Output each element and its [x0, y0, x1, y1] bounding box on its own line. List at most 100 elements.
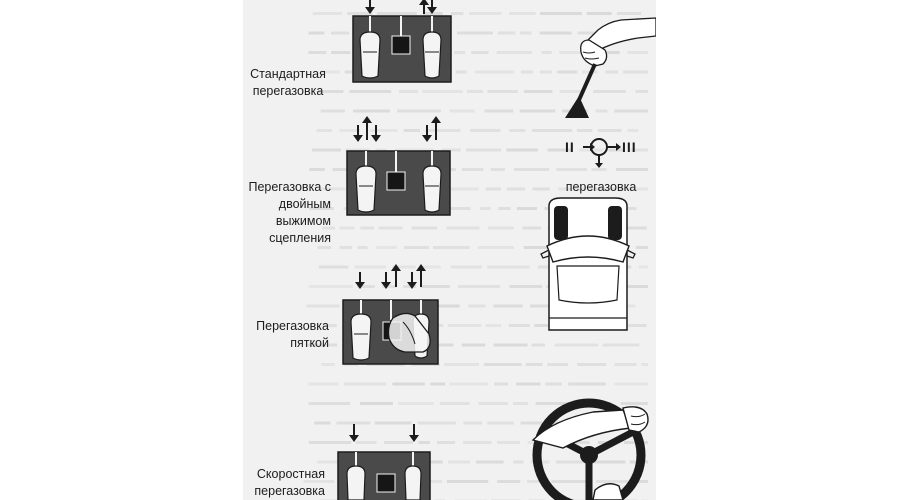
- bleed-stroke: [399, 90, 419, 93]
- roof: [556, 265, 620, 304]
- upper-hand: [622, 406, 649, 433]
- bleed-stroke: [477, 246, 514, 249]
- bleed-stroke: [354, 265, 386, 269]
- bleed-stroke: [463, 441, 492, 444]
- lower-hand: [592, 483, 624, 500]
- bleed-stroke: [375, 148, 387, 152]
- bleed-stroke: [476, 460, 504, 464]
- bleed-stroke: [577, 363, 607, 366]
- bleed-stroke: [485, 187, 501, 191]
- bleed-stroke: [448, 460, 470, 464]
- bleed-stroke: [523, 246, 561, 249]
- bleed-stroke: [355, 441, 377, 444]
- bleed-stroke: [454, 51, 466, 54]
- bleed-stroke: [318, 265, 349, 269]
- bleed-stroke: [447, 324, 482, 327]
- bleed-stroke: [449, 109, 475, 113]
- bleed-stroke: [509, 129, 526, 132]
- bleed-stroke: [509, 12, 536, 15]
- bleed-stroke: [616, 168, 648, 171]
- bleed-stroke: [596, 480, 632, 483]
- bleed-stroke: [547, 148, 571, 152]
- bleed-stroke: [417, 421, 456, 425]
- bleed-stroke: [497, 31, 516, 35]
- bleed-stroke: [457, 31, 493, 35]
- bleed-stroke: [411, 226, 438, 230]
- bleed-stroke: [623, 70, 648, 74]
- bleed-stroke: [308, 31, 325, 35]
- gearshift-hand-illustration: [565, 17, 656, 118]
- bleed-stroke: [320, 70, 340, 74]
- steering-wheel-illustration: [531, 398, 649, 500]
- mirror-right: [626, 249, 636, 259]
- bleed-stroke: [425, 129, 461, 132]
- bleed-stroke: [641, 363, 648, 366]
- wheel-right: [608, 206, 622, 240]
- bleed-stroke: [418, 441, 430, 444]
- bleed-stroke: [487, 265, 530, 269]
- bleed-stroke: [466, 148, 502, 152]
- bleed-stroke: [522, 226, 542, 230]
- bleed-stroke: [559, 51, 585, 54]
- bleed-stroke: [376, 12, 417, 15]
- bleed-stroke: [450, 187, 479, 191]
- bleed-stroke: [508, 324, 530, 327]
- bleed-stroke: [336, 421, 371, 425]
- diagram-heel: [342, 264, 439, 365]
- bleed-stroke: [378, 226, 403, 230]
- bleed-stroke: [594, 51, 620, 54]
- bleed-stroke: [422, 265, 441, 269]
- bleed-stroke: [556, 168, 587, 171]
- bleed-stroke: [612, 285, 648, 288]
- bleed-stroke: [628, 324, 647, 327]
- bleed-stroke: [468, 304, 486, 308]
- bleed-stroke: [524, 90, 553, 93]
- bleed-stroke: [487, 226, 514, 230]
- car-top-view: [540, 197, 636, 331]
- steering-wheel-rim: [532, 398, 646, 500]
- bleed-stroke: [593, 460, 626, 464]
- brake-pedal: [376, 473, 396, 493]
- bleed-stroke: [532, 187, 550, 191]
- bleed-stroke: [478, 402, 509, 405]
- bleed-stroke: [620, 402, 648, 405]
- bleed-stroke: [303, 480, 335, 483]
- bleed-stroke: [309, 207, 334, 210]
- bleed-stroke: [577, 31, 603, 35]
- gear-from-label: II: [565, 139, 575, 155]
- caption-line: перегазовка: [254, 484, 325, 498]
- windshield: [546, 235, 630, 263]
- bleed-stroke: [506, 187, 526, 191]
- bleed-stroke: [616, 12, 642, 15]
- bleed-stroke: [429, 460, 443, 464]
- bleed-stroke: [321, 226, 335, 230]
- bleed-stroke: [353, 109, 390, 113]
- bleed-stroke: [314, 421, 331, 425]
- bleed-stroke: [422, 90, 463, 93]
- pedal-arrows-standard: [365, 0, 437, 14]
- bleed-stroke: [619, 187, 648, 191]
- bleed-stroke: [483, 363, 522, 366]
- bleed-stroke: [468, 12, 502, 15]
- bleed-stroke: [627, 129, 639, 132]
- bleed-stroke: [421, 304, 460, 308]
- bleed-stroke: [591, 168, 607, 171]
- bleed-stroke: [322, 324, 337, 327]
- bleed-stroke: [559, 90, 584, 93]
- bleed-stroke: [520, 421, 563, 425]
- pedal-arrows-fast: [349, 424, 419, 442]
- clutch-pedal: [346, 452, 366, 500]
- gear-boot: [565, 96, 589, 118]
- bleed-stroke: [392, 265, 416, 269]
- heel-foot-outline: [387, 312, 431, 353]
- bleed-stroke: [345, 148, 370, 152]
- diagram-standard: [352, 0, 452, 83]
- bleed-stroke: [539, 70, 552, 74]
- bleed-stroke: [484, 109, 514, 113]
- bleed-stroke: [457, 285, 501, 288]
- bleed-stroke: [403, 285, 417, 288]
- bleed-stroke: [519, 31, 532, 35]
- bleed-stroke: [463, 421, 483, 425]
- caption-line: пяткой: [290, 336, 329, 350]
- bleed-stroke: [439, 402, 470, 405]
